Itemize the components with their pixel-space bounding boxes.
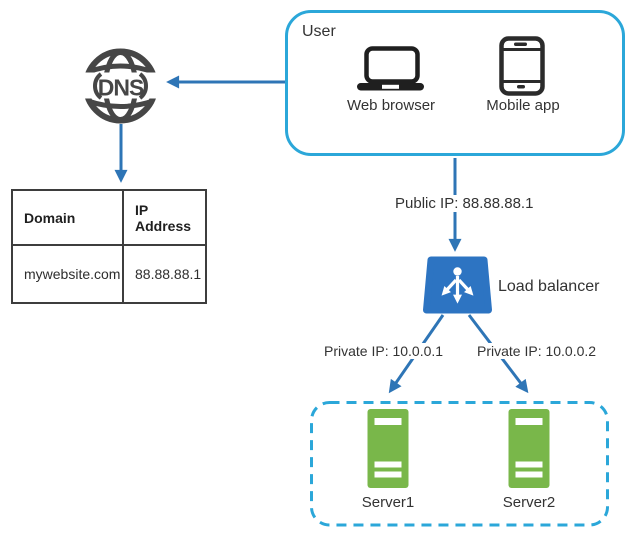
table-cell-domain-value: mywebsite.com [13, 246, 122, 302]
private-ip-2-label: Private IP: 10.0.0.2 [474, 343, 600, 360]
server2-label: Server2 [502, 494, 556, 511]
load-balancer-icon [423, 256, 492, 314]
smartphone-icon [499, 36, 545, 96]
mobile-app-label: Mobile app [486, 97, 560, 114]
dns-lookup-table: Domain IP Address mywebsite.com 88.88.88… [11, 189, 207, 304]
dns-label: DNS [98, 75, 144, 101]
user-group-box [285, 10, 625, 156]
public-ip-label: Public IP: 88.88.88.1 [392, 195, 537, 213]
server2-icon [508, 409, 550, 488]
user-group-title: User [302, 23, 336, 40]
web-browser-label: Web browser [346, 97, 436, 114]
table-header-domain: Domain [13, 191, 122, 244]
table-cell-ip-value: 88.88.88.1 [124, 246, 205, 302]
dns-globe-icon: DNS [79, 48, 162, 124]
table-header-ip-address: IP Address [124, 191, 205, 244]
private-ip-1-label: Private IP: 10.0.0.1 [321, 343, 447, 360]
laptop-icon [357, 46, 424, 91]
server1-label: Server1 [361, 494, 415, 511]
server-group-box [310, 401, 609, 527]
load-balancer-label: Load balancer [498, 278, 600, 295]
server1-icon [367, 409, 409, 488]
